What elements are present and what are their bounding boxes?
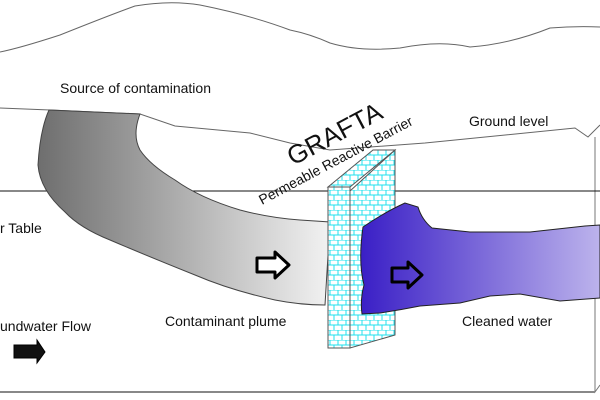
groundwater-flow-arrow-icon xyxy=(13,338,46,365)
groundwater-flow-label: undwater Flow xyxy=(0,318,92,334)
contaminant-plume xyxy=(37,109,331,306)
hill-outline xyxy=(0,2,600,53)
cleaned-water-plume xyxy=(360,202,600,315)
plume-flow-arrow-icon xyxy=(255,250,291,280)
water-table-label: r Table xyxy=(0,220,42,236)
contaminant-plume-label: Contaminant plume xyxy=(165,313,287,329)
cleaned-flow-arrow-icon xyxy=(390,260,424,290)
cleaned-water-label: Cleaned water xyxy=(462,313,553,329)
source-label: Source of contamination xyxy=(60,80,211,96)
ground-level-label: Ground level xyxy=(469,113,548,129)
